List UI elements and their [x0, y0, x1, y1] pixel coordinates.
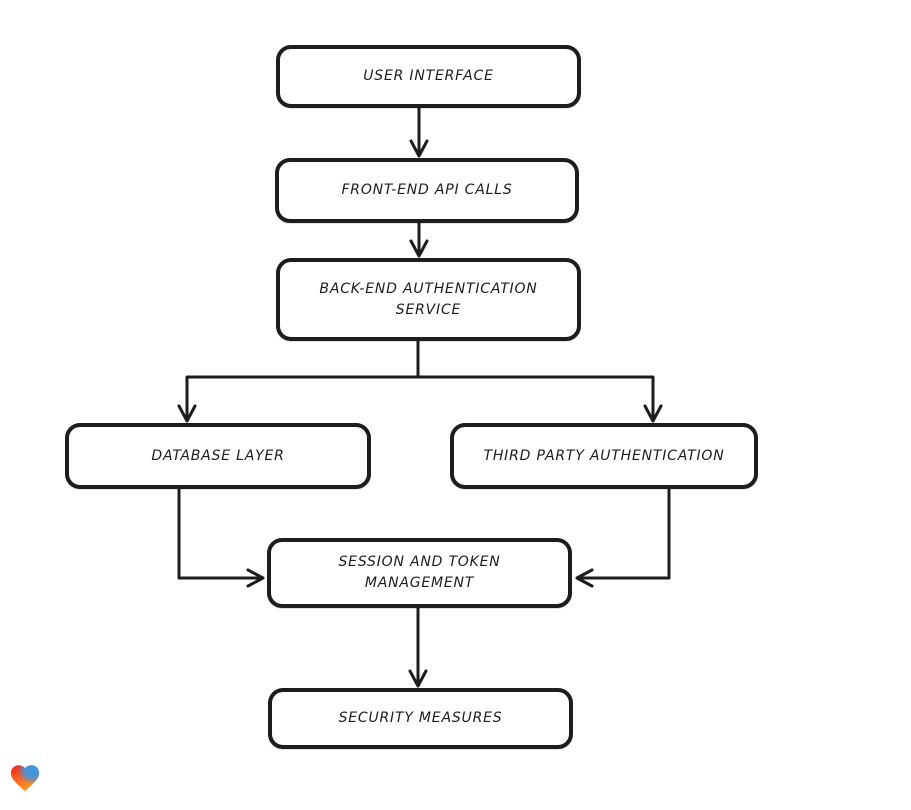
edge-database-layer-to-session — [177, 488, 265, 588]
node-label: DATABASE LAYER — [151, 447, 285, 464]
node-label: BACK-END AUTHENTICATION SERVICE — [319, 280, 538, 318]
node-database-layer: DATABASE LAYER — [65, 423, 371, 489]
edge-back-end-split — [177, 339, 663, 423]
node-front-end-api-calls: FRONT-END API CALLS — [275, 158, 579, 223]
lovable-heart-logo — [8, 761, 42, 795]
node-session-and-token-management: SESSION AND TOKEN MANAGEMENT — [267, 538, 572, 608]
edge-third-party-to-session — [575, 488, 671, 588]
edge-front-end-api-calls-to-back-end-authentication-service — [409, 221, 429, 258]
node-back-end-authentication-service: BACK-END AUTHENTICATION SERVICE — [276, 258, 581, 341]
node-label: SESSION AND TOKEN MANAGEMENT — [338, 554, 501, 591]
node-security-measures: SECURITY MEASURES — [268, 688, 573, 749]
node-label: THIRD PARTY AUTHENTICATION — [483, 447, 725, 464]
node-label: SECURITY MEASURES — [338, 710, 503, 726]
node-third-party-authentication: THIRD PARTY AUTHENTICATION — [450, 423, 758, 489]
node-label: USER INTERFACE — [363, 68, 494, 84]
edge-user-interface-to-front-end-api-calls — [409, 106, 429, 158]
heart-icon — [10, 765, 40, 792]
node-user-interface: USER INTERFACE — [276, 45, 581, 108]
edge-session-to-security-measures — [408, 606, 428, 688]
node-label: FRONT-END API CALLS — [341, 182, 513, 198]
